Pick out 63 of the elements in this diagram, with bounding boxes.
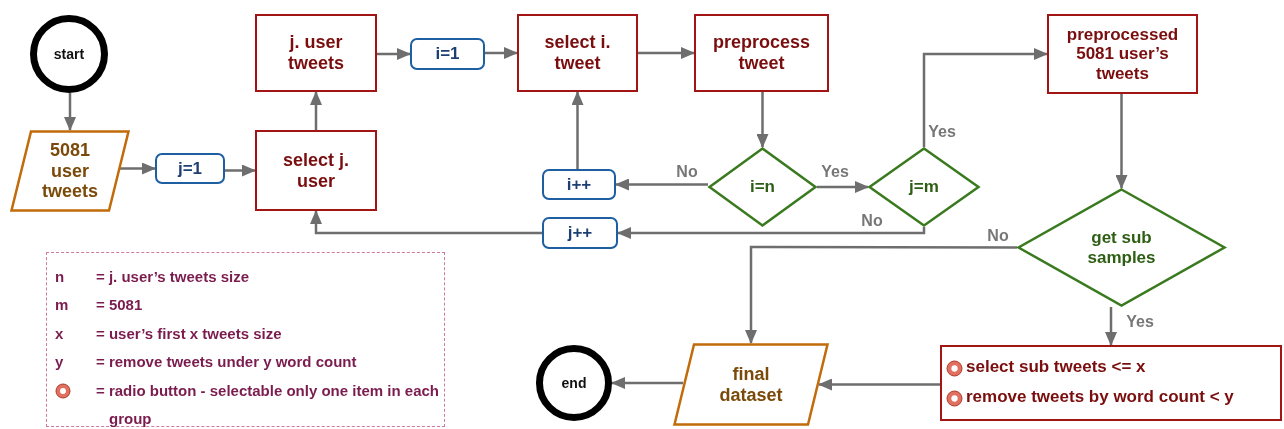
node-label: select i. tweet xyxy=(543,32,612,74)
legend-panel xyxy=(46,252,445,427)
end-terminal xyxy=(536,345,612,421)
legend-text: = user’s first x tweets size xyxy=(96,324,283,344)
node-label: select j. user xyxy=(281,149,350,192)
node-label: select sub tweets <= x xyxy=(966,357,1146,377)
process-box xyxy=(255,14,377,92)
output-parallelogram xyxy=(673,343,829,426)
process-box xyxy=(255,130,377,211)
legend-text: m xyxy=(55,295,69,315)
arrow xyxy=(225,164,256,177)
arrow xyxy=(922,48,1048,147)
arrow xyxy=(64,93,76,131)
arrow xyxy=(120,162,156,175)
node-label: j=m xyxy=(909,177,939,197)
legend-text: x xyxy=(55,324,64,344)
counter-box xyxy=(542,169,616,200)
input-parallelogram xyxy=(10,130,130,212)
node-label: j=1 xyxy=(177,158,203,179)
decision-diamond xyxy=(708,147,817,227)
node-label: final dataset xyxy=(718,363,784,406)
node-label: i=n xyxy=(749,177,775,197)
process-box xyxy=(940,345,1282,421)
arrow xyxy=(571,91,584,169)
legend-text: y xyxy=(55,352,64,372)
node-label: i++ xyxy=(566,174,592,195)
legend-text: = remove tweets under y word count xyxy=(96,352,358,372)
node-label: i=1 xyxy=(435,44,460,64)
arrow xyxy=(617,227,926,239)
counter-box xyxy=(542,217,618,249)
legend-text: = 5081 xyxy=(96,295,144,315)
node-label: preprocess tweet xyxy=(711,32,812,74)
decision-diamond xyxy=(1017,188,1226,307)
legend-text: = radio button - selectable only one item in each group xyxy=(96,381,440,429)
process-box xyxy=(1047,14,1198,94)
legend-text: = j. user’s tweets size xyxy=(96,267,250,287)
arrow xyxy=(818,378,940,391)
counter-box xyxy=(410,38,485,70)
arrow xyxy=(1105,307,1117,346)
process-box xyxy=(694,14,829,92)
arrow xyxy=(310,91,322,130)
arrow xyxy=(756,92,769,148)
arrow xyxy=(615,178,708,191)
counter-box xyxy=(155,153,225,184)
arrow xyxy=(638,47,695,59)
start-terminal xyxy=(30,15,108,93)
node-label: 5081 user tweets xyxy=(41,139,99,203)
arrow xyxy=(310,210,542,235)
arrow xyxy=(377,48,411,60)
node-label: end xyxy=(561,374,587,392)
node-label: j++ xyxy=(567,223,593,243)
node-label: remove tweets by word count < y xyxy=(966,387,1234,407)
arrow xyxy=(611,377,683,389)
process-box xyxy=(517,14,638,92)
legend-text: n xyxy=(55,267,65,287)
node-label: get sub samples xyxy=(1086,227,1157,268)
arrow xyxy=(485,47,518,59)
arrow xyxy=(817,181,869,193)
arrow xyxy=(745,245,1017,344)
node-label: start xyxy=(53,45,85,63)
node-label: j. user tweets xyxy=(287,32,345,74)
node-label: preprocessed 5081 user’s tweets xyxy=(1065,24,1180,84)
arrow xyxy=(1115,94,1128,189)
